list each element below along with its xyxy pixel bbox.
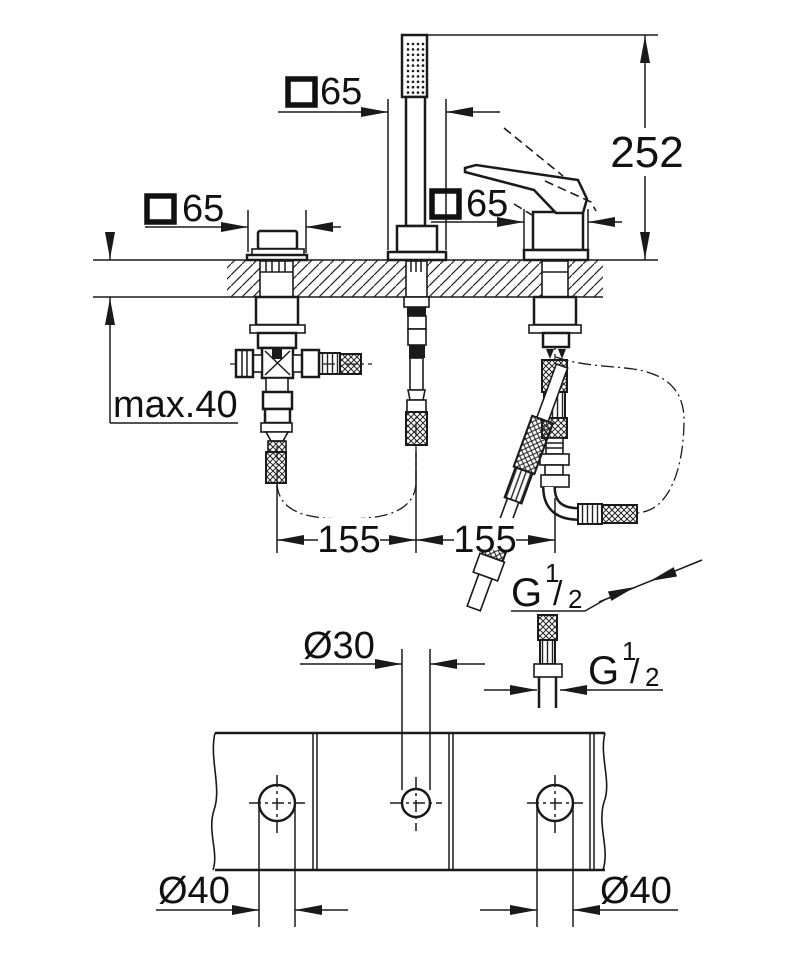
hand-shower-handle: [404, 95, 427, 228]
diverter-escutcheon: [245, 253, 309, 262]
hand-shower: [386, 33, 448, 262]
dim-max-deck-thickness: max.40: [105, 232, 238, 426]
shower-holder: [395, 224, 439, 254]
dim-155-left-label: 155: [317, 519, 380, 561]
mixer-escutcheon: [522, 248, 590, 262]
break-line-right: [601, 732, 608, 871]
mixer-hose-inclined: [466, 362, 569, 612]
dim-hole-dia-center: Ø30: [300, 625, 485, 790]
diverter-knob: [256, 229, 299, 251]
mixer: [463, 127, 597, 359]
dim-thread-upper: G 1 / 2: [511, 547, 703, 615]
square-symbol: [144, 193, 177, 225]
thread-size-label-upper: G 1 / 2: [511, 547, 582, 615]
dim-dia30-label: Ø30: [303, 625, 375, 667]
dim-dia40-left-label: Ø40: [158, 870, 230, 912]
hose-routing-loop: [555, 356, 685, 514]
dim-dia40-right-label: Ø40: [600, 870, 672, 912]
dim-max40-label: max.40: [113, 384, 238, 426]
break-line-left: [210, 732, 218, 871]
dim-hole-spacing: 155 155: [276, 452, 556, 561]
dim-155-right-label: 155: [453, 519, 516, 561]
dim-252-label: 252: [610, 128, 683, 177]
plan-view: [210, 731, 608, 872]
dim-square65-left: 65: [144, 188, 341, 253]
arrowhead-up: [640, 36, 650, 63]
shower-holder-escutcheon: [386, 250, 448, 262]
dim-65-top-label: 65: [320, 71, 362, 113]
thread-size-label-lower: G 1 / 2: [588, 625, 659, 693]
dim-square65-center: 65: [429, 183, 622, 250]
mixer-hose-vertical: [539, 359, 638, 525]
diverter-hose-tail: [265, 451, 287, 484]
diverter-side-outlet: [318, 352, 341, 375]
mixer-lever: [463, 163, 589, 215]
dim-65-left-label: 65: [182, 188, 224, 230]
hose-loop-centerline: [276, 483, 417, 520]
mounting-deck: [93, 259, 658, 298]
dim-square65-top: 65: [278, 71, 500, 250]
lever-phantom-position: [503, 127, 564, 177]
hole-centerlines: [249, 775, 583, 833]
mixer-body: [531, 210, 585, 252]
hose-end-vertical: [533, 614, 563, 708]
square-symbol: [285, 76, 318, 108]
dim-hole-dia-left: Ø40: [156, 806, 348, 927]
spray-face-dots: [406, 42, 425, 94]
diverter-valve: [234, 229, 362, 484]
dim-hole-dia-right: Ø40: [480, 806, 678, 927]
dim-overall-height: 252: [427, 34, 684, 260]
dim-thread-lower: G 1 / 2: [484, 625, 663, 695]
arrowhead-down: [640, 232, 650, 259]
square-symbol: [429, 188, 462, 220]
shower-hose-connector: [403, 296, 430, 446]
